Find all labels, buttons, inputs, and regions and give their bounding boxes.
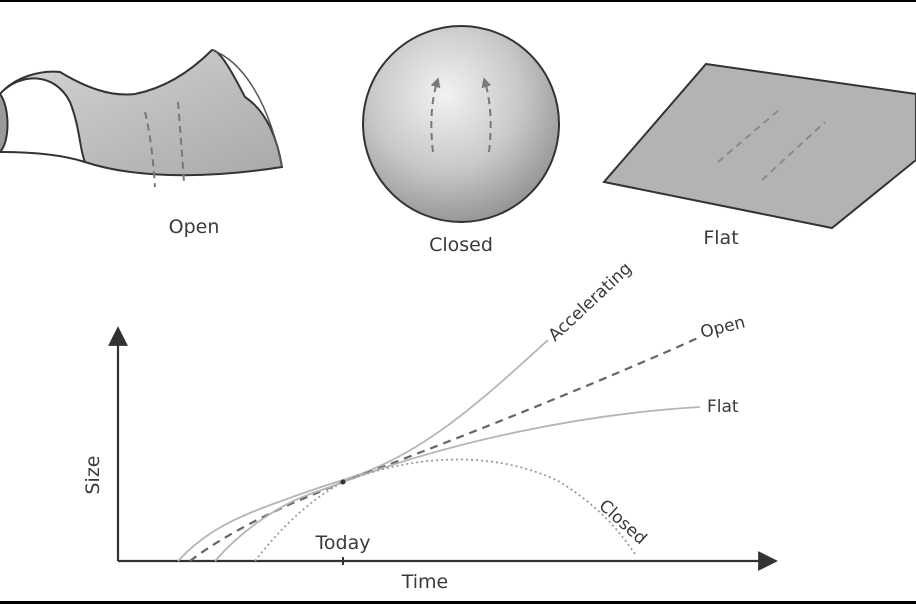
flat-curve-label: Flat (707, 397, 739, 417)
open-geodesic-left (144, 111, 156, 188)
today-point (340, 479, 346, 485)
x-axis-label: Time (401, 571, 449, 593)
flat-geometry-label: Flat (703, 227, 738, 249)
curve-closed (254, 458, 636, 562)
flat-geodesic-left (717, 108, 781, 163)
closed-geodesic-left (430, 77, 441, 153)
open-geodesic-right (177, 101, 185, 183)
closed-geometry-label: Closed (429, 234, 493, 256)
accelerating-curve-label: Accelerating (545, 259, 636, 346)
closed-geodesic-right (481, 77, 492, 153)
y-axis-label: Size (82, 455, 104, 494)
open-saddle-surface (0, 48, 284, 188)
flat-plane-surface (602, 62, 916, 230)
open-geometry-label: Open (169, 216, 220, 238)
size-vs-time-graph: Today Size Time Accelerating Open Flat C… (82, 259, 778, 593)
today-label: Today (315, 532, 371, 554)
curve-accelerating (177, 339, 549, 562)
open-curve-label: Open (698, 312, 747, 342)
flat-geodesic-right (761, 121, 826, 181)
closed-curve-label: Closed (595, 496, 651, 549)
closed-sphere-surface (362, 25, 560, 223)
